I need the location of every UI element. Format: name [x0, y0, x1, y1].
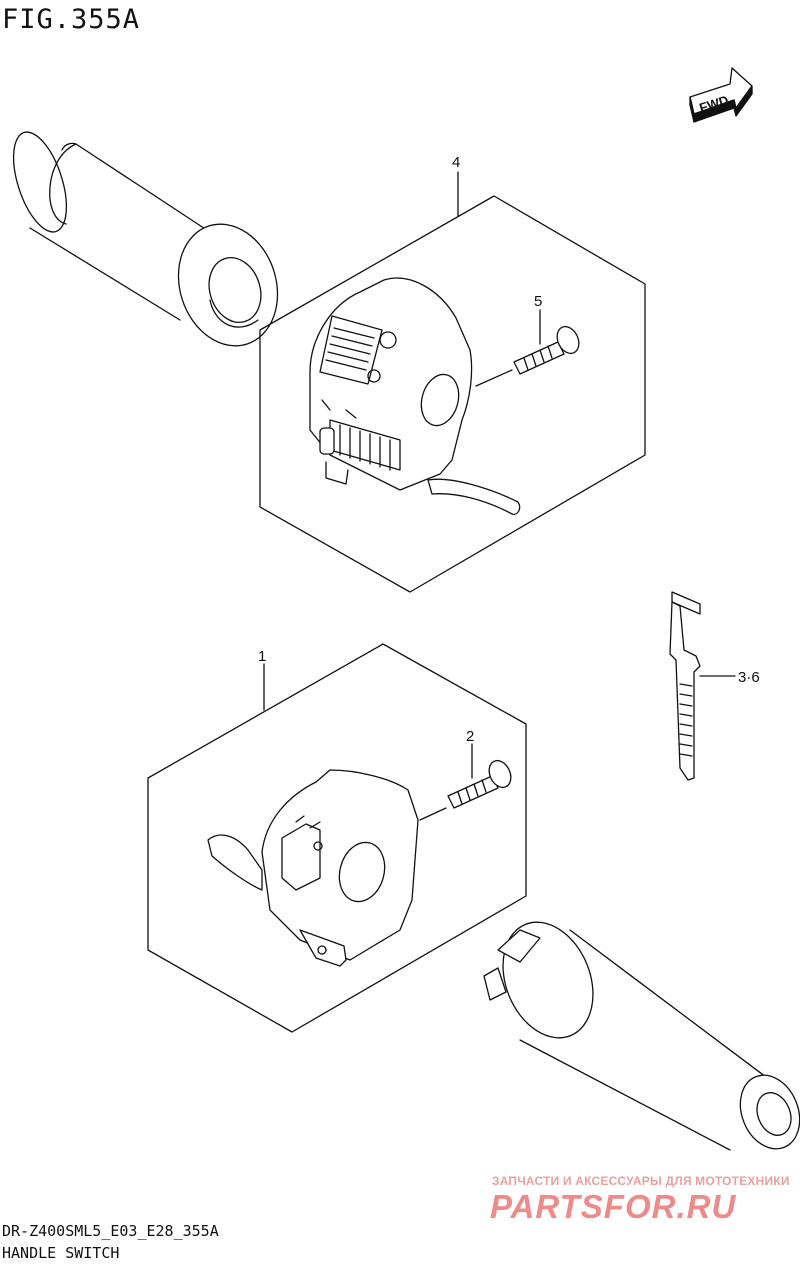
kit-frame-lower: [147, 643, 527, 1033]
callout-4: 4: [452, 154, 460, 171]
screw-2-part: [419, 743, 512, 821]
left-grip-part: [12, 131, 279, 347]
lower-switch-housing-part: [207, 769, 419, 967]
callout-3-6: 3·6: [738, 669, 760, 686]
callout-5: 5: [534, 293, 542, 310]
screw-5-part: [475, 309, 580, 387]
fwd-arrow-icon: FWD: [689, 67, 753, 123]
upper-switch-housing-part: [309, 277, 521, 515]
cable-tie-part: [669, 591, 736, 781]
figure-code: DR-Z400SML5_E03_E28_355A: [2, 1222, 219, 1240]
throttle-grip-part: [483, 921, 800, 1151]
callout-2: 2: [466, 728, 474, 745]
watermark-brand: PARTSFOR.RU: [490, 1188, 737, 1225]
figure-name: HANDLE SWITCH: [2, 1244, 120, 1262]
watermark-tagline: ЗАПЧАСТИ И АКСЕССУАРЫ ДЛЯ МОТОТЕХНИКИ: [492, 1174, 790, 1188]
kit-frame-upper: [259, 171, 646, 593]
figure-title: FIG.355A: [2, 4, 141, 35]
callout-1: 1: [258, 648, 266, 665]
